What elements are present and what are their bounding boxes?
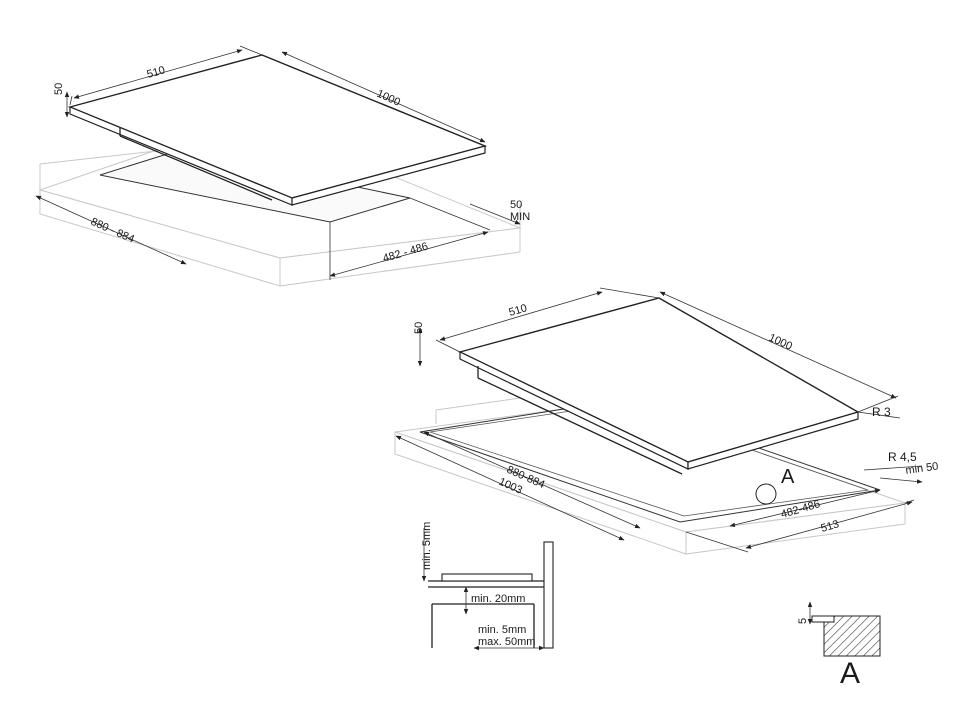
- gap-min-label: min. 5mm: [478, 624, 526, 636]
- installed-outer-width-dim: [745, 501, 913, 549]
- gap-max-label: max. 50mm: [478, 636, 535, 648]
- length-dim-line: [281, 51, 486, 143]
- section-view: min. 5mm min. 20mm min. 5mm max. 50mm: [421, 522, 554, 651]
- corner-radius-label: R 3: [872, 405, 891, 419]
- detail-depth-label: 5: [797, 618, 809, 624]
- cutout-length-dim-line: [35, 195, 187, 265]
- bottom-length-label: 1000: [767, 332, 794, 353]
- detail-hatch: [823, 615, 881, 657]
- installed-length-dim: [659, 291, 897, 399]
- bottom-dimensions: [395, 287, 923, 553]
- detail-title: A: [840, 657, 860, 690]
- bottom-width-label: 510: [508, 302, 529, 319]
- top-min-back-unit: MIN: [510, 211, 530, 223]
- installed-outer-width-label: 513: [820, 518, 841, 535]
- top-dimensions: [35, 45, 521, 280]
- bottom-view: A 510 1000 50 R 3 R 4,5 min 50 880-884 1…: [394, 287, 939, 555]
- cutout-width-dim-line: [329, 231, 489, 277]
- width-dim-line: [73, 49, 243, 99]
- detail-a-marker-label: A: [781, 466, 795, 488]
- cabinet-wall: [543, 541, 554, 649]
- min-back-dim-line: [469, 203, 521, 225]
- installed-width-dim: [439, 291, 603, 341]
- top-height-label: 50: [53, 83, 65, 95]
- r45-leader: [863, 465, 923, 471]
- installed-outer-length-dim: [395, 435, 625, 541]
- top-view: 510 1000 50 880 - 884 482 - 486 50 MIN: [35, 45, 530, 287]
- detail-a: 5 A: [797, 601, 881, 690]
- min-back-label: min 50: [905, 460, 939, 476]
- bottom-height-label: 50: [413, 322, 425, 334]
- cutout-radius-label: R 4,5: [888, 450, 917, 464]
- below-clearance-label: min. 20mm: [471, 593, 525, 605]
- top-width-label: 510: [146, 64, 167, 81]
- top-clearance-label: min. 5mm: [421, 522, 433, 570]
- top-min-back-value: 50: [510, 199, 522, 211]
- r3-leader: [857, 411, 901, 419]
- section-hob: [441, 573, 533, 582]
- min50-dim: [879, 477, 923, 484]
